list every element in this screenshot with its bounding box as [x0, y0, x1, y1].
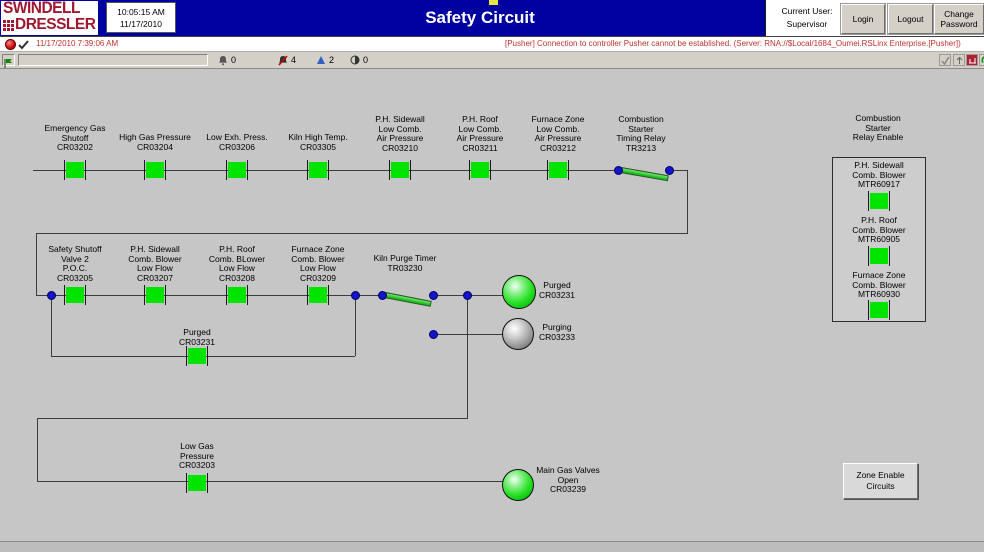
- up-arrow-icon: [955, 56, 964, 65]
- bell-alert-icon: [278, 55, 288, 66]
- company-logo: SWINDELL DRESSLER: [1, 1, 98, 35]
- check-icon: [941, 56, 950, 65]
- wire: [36, 233, 688, 234]
- logo-grid-icon: [3, 20, 14, 31]
- junction-dot: [429, 291, 438, 300]
- clock-date: 11/17/2010: [107, 18, 175, 30]
- label-combustion-starter-relay-enable: Combustion Starter Relay Enable: [828, 114, 928, 143]
- label-kiln-high-temp: Kiln High Temp. CR03305: [268, 133, 368, 152]
- label-ph-roof-air-pressure: P.H. Roof Low Comb. Air Pressure CR03211: [435, 115, 525, 153]
- logo-text-swindell: SWINDELL: [3, 1, 98, 18]
- sort-button[interactable]: [953, 54, 965, 66]
- alarm-status-icon: [5, 39, 16, 50]
- wire: [433, 334, 503, 335]
- label-ph-roof-low-flow: P.H. Roof Comb. BLower Low Flow CR03208: [192, 245, 282, 283]
- contact-cr03305: [307, 160, 329, 180]
- contact-cr03207: [144, 285, 166, 305]
- alarm-badge-icon: [968, 56, 977, 65]
- user-panel: Current User: Supervisor Login Logout Ch…: [765, 0, 984, 36]
- logo-text-dressler: DRESSLER: [3, 17, 98, 33]
- status-suppressed: 0: [350, 54, 368, 66]
- label-mtr60917: P.H. Sidewall Comb. Blower MTR60917: [832, 161, 926, 190]
- status-warnings: 2: [316, 54, 334, 66]
- timer-switch-tr03230: [384, 292, 431, 307]
- alarm-banner[interactable]: 11/17/2010 7:39:06 AM [Pusher] Connectio…: [0, 37, 984, 52]
- junction-dot: [47, 291, 56, 300]
- alarm-timestamp: 11/17/2010 7:39:06 AM: [36, 39, 118, 48]
- wire: [51, 295, 52, 356]
- label-main-gas-valves-open: Main Gas Valves Open CR03239: [523, 466, 613, 495]
- junction-dot: [665, 166, 674, 175]
- contact-cr03231-bypass: [186, 346, 208, 366]
- label-purged-bypass: Purged CR03231: [157, 328, 237, 347]
- label-kiln-purge-timer: Kiln Purge Timer TR03230: [355, 254, 455, 273]
- current-user-label: Current User: Supervisor: [776, 5, 838, 31]
- status-field: [18, 54, 208, 66]
- label-combustion-starter-timing-relay: Combustion Starter Timing Relay TR3213: [596, 115, 686, 153]
- clock: 10:05:15 AM 11/17/2010: [106, 2, 176, 33]
- wire: [355, 295, 356, 356]
- wire: [37, 418, 468, 419]
- half-circle-icon: [350, 55, 360, 65]
- label-purged-lamp: Purged CR03231: [522, 281, 592, 300]
- wire: [687, 170, 688, 233]
- window-bottom-edge: [0, 541, 984, 552]
- refresh-button[interactable]: [979, 54, 984, 66]
- title-bar: SWINDELL DRESSLER 10:05:15 AM 11/17/2010…: [0, 0, 984, 37]
- label-furnace-zone-low-flow: Furnace Zone Comb. Blower Low Flow CR032…: [273, 245, 363, 283]
- junction-dot: [429, 330, 438, 339]
- contact-cr03202: [64, 160, 86, 180]
- alarm-message: [Pusher] Connection to controller Pusher…: [505, 39, 961, 48]
- contact-cr03208: [226, 285, 248, 305]
- junction-dot: [463, 291, 472, 300]
- label-mtr60930: Furnace Zone Comb. Blower MTR60930: [832, 271, 926, 300]
- indicator-tick: [489, 0, 498, 5]
- label-safety-shutoff-valve2: Safety Shutoff Valve 2 P.O.C. CR03205: [30, 245, 120, 283]
- junction-dot: [351, 291, 360, 300]
- status-errors: 4: [278, 54, 296, 66]
- label-ph-sidewall-low-flow: P.H. Sidewall Comb. Blower Low Flow CR03…: [110, 245, 200, 283]
- contact-mtr60917: [868, 191, 890, 211]
- contact-cr03211: [469, 160, 491, 180]
- contact-cr03204: [144, 160, 166, 180]
- contact-cr03203: [186, 473, 208, 493]
- refresh-icon: [981, 55, 984, 65]
- contact-cr03205: [64, 285, 86, 305]
- run-flag-icon: [3, 58, 14, 68]
- junction-dot: [378, 291, 387, 300]
- label-mtr60905: P.H. Roof Comb. Blower MTR60905: [832, 216, 926, 245]
- zone-enable-circuits-button[interactable]: Zone Enable Circuits: [843, 463, 918, 499]
- alarm-ack-icon: [18, 39, 29, 50]
- label-purging-lamp: Purging CR03233: [522, 323, 592, 342]
- wire: [37, 481, 503, 482]
- label-ph-sidewall-air-pressure: P.H. Sidewall Low Comb. Air Pressure CR0…: [355, 115, 445, 153]
- contact-mtr60930: [868, 300, 890, 320]
- contact-cr03206: [226, 160, 248, 180]
- contact-cr03212: [547, 160, 569, 180]
- bell-icon: [218, 55, 228, 66]
- change-password-button[interactable]: Change Password: [934, 4, 984, 34]
- status-alarms: 0: [218, 54, 236, 66]
- login-button[interactable]: Login: [841, 4, 885, 34]
- wire: [37, 418, 38, 481]
- contact-cr03210: [389, 160, 411, 180]
- alarm-history-button[interactable]: [966, 54, 978, 66]
- clock-time: 10:05:15 AM: [107, 6, 175, 18]
- contact-mtr60905: [868, 246, 890, 266]
- logout-button[interactable]: Logout: [888, 4, 933, 34]
- junction-dot: [614, 166, 623, 175]
- triangle-icon: [316, 55, 326, 65]
- label-furnace-zone-air-pressure: Furnace Zone Low Comb. Air Pressure CR03…: [513, 115, 603, 153]
- wire: [467, 295, 468, 418]
- page-title: Safety Circuit: [180, 8, 780, 28]
- contact-cr03209: [307, 285, 329, 305]
- label-low-gas-pressure: Low Gas Pressure CR03203: [157, 442, 237, 471]
- timer-switch-tr3213: [620, 167, 668, 181]
- wire: [36, 295, 382, 296]
- ack-check-button[interactable]: [939, 54, 951, 66]
- status-bar: 0 4 2 0: [0, 52, 984, 69]
